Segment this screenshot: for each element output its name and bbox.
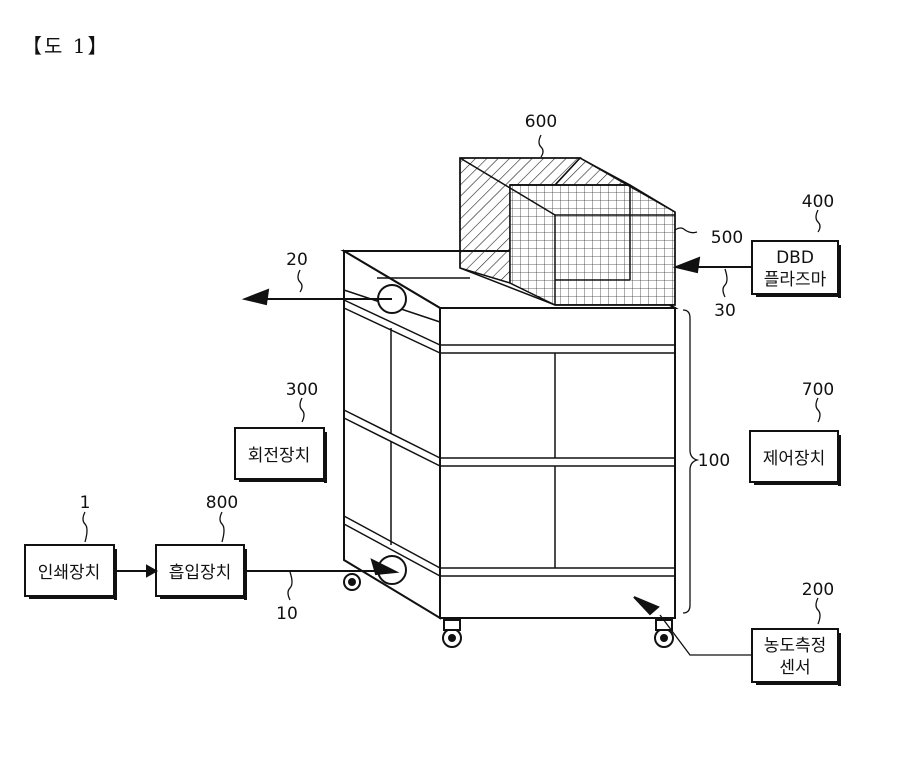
rotation-box: 회전장치 bbox=[234, 427, 327, 483]
sensor-label-line1: 농도측정 bbox=[764, 636, 827, 656]
ref-600: 600 bbox=[525, 112, 557, 132]
connectors bbox=[117, 256, 752, 616]
dbd-plasma-box: DBD 플라즈마 bbox=[751, 240, 841, 298]
block-outline bbox=[459, 157, 676, 306]
suction-box: 흡입장치 bbox=[155, 544, 247, 600]
figure-title: 【도 1】 bbox=[22, 34, 110, 58]
ref-30: 30 bbox=[714, 301, 736, 321]
ref-20: 20 bbox=[286, 250, 308, 270]
ref-400: 400 bbox=[802, 192, 834, 212]
rotation-label: 회전장치 bbox=[248, 446, 311, 466]
ref-200: 200 bbox=[802, 580, 834, 600]
front-bands bbox=[440, 344, 675, 577]
ref-300: 300 bbox=[286, 380, 318, 400]
suction-label: 흡입장치 bbox=[169, 563, 232, 583]
ref-700: 700 bbox=[802, 380, 834, 400]
dbd-label-line1: DBD bbox=[776, 248, 814, 268]
side-bands bbox=[343, 299, 441, 577]
ref-800: 800 bbox=[206, 493, 238, 513]
dbd-label-line2: 플라즈마 bbox=[764, 270, 827, 290]
sensor-label-line2: 센서 bbox=[779, 658, 810, 678]
ref-100: 100 bbox=[698, 451, 730, 471]
ref-1: 1 bbox=[80, 493, 91, 513]
ref-500: 500 bbox=[711, 228, 743, 248]
sensor-box: 농도측정 센서 bbox=[751, 628, 841, 686]
ref-10: 10 bbox=[276, 604, 298, 624]
control-label: 제어장치 bbox=[763, 449, 826, 469]
wheels bbox=[343, 573, 674, 648]
control-box: 제어장치 bbox=[749, 430, 841, 486]
leader-lines bbox=[82, 134, 821, 656]
printer-label: 인쇄장치 bbox=[38, 563, 101, 583]
printer-box: 인쇄장치 bbox=[24, 544, 117, 600]
